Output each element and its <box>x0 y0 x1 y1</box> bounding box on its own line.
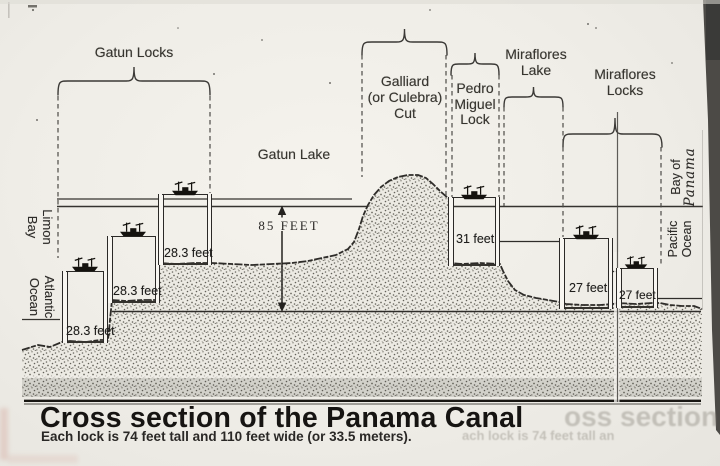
brace-pedro-miguel <box>450 52 500 76</box>
brace-miraflores-locks <box>562 117 663 148</box>
label-line: (or Culebra) <box>367 89 443 105</box>
ship-icon <box>170 179 200 196</box>
ship-icon <box>571 223 601 240</box>
lock-wall <box>158 194 164 265</box>
dashed-extent-lines <box>57 55 662 267</box>
lock-wall <box>206 194 212 265</box>
brace-miraflores-lake <box>503 86 564 108</box>
ship-icon <box>623 254 649 269</box>
label-miraflores-lake: Miraflores Lake <box>496 46 576 78</box>
lock-depth-label: 31 feet <box>456 232 495 246</box>
scan-smudge <box>0 408 8 460</box>
scan-smudge <box>8 455 78 463</box>
ship-icon <box>70 255 100 272</box>
diagram-title: Cross section of the Panama Canal <box>40 402 524 434</box>
lock-wall <box>154 236 160 303</box>
lock-wall <box>448 197 454 266</box>
ship-icon <box>459 183 489 200</box>
lock-wall <box>107 236 113 303</box>
scan-specks <box>8 2 673 121</box>
brace-gatun-locks <box>57 66 211 96</box>
label-line: Pacific <box>666 220 680 258</box>
shore-label-pacific-ocean: Pacific Ocean <box>665 213 695 265</box>
label-gatun-locks: Gatun Locks <box>94 44 174 60</box>
lock-water-surface <box>620 268 654 269</box>
label-line: Atlantic <box>41 275 57 319</box>
label-line: Lock <box>460 111 490 127</box>
label-line: Lake <box>520 62 552 78</box>
scan-top-edge <box>0 0 720 4</box>
lock-wall <box>607 238 613 309</box>
terrain <box>21 174 703 397</box>
lock-miraflores-2: 27 feet <box>616 268 658 308</box>
lock-depth-label: 27 feet <box>619 288 656 302</box>
height-arrow <box>277 205 287 312</box>
lock-wall <box>102 271 108 343</box>
lock-wall <box>62 271 68 343</box>
lock-gatun-1: 28.3 feet <box>62 271 115 343</box>
lock-pedro-miguel: 31 feet <box>448 197 500 266</box>
braces <box>57 28 663 148</box>
lock-miraflores-1: 27 feet <box>559 238 613 309</box>
bleed-through-subtitle: ach lock is 74 feet tall an <box>462 428 615 443</box>
lock-wall <box>494 197 500 266</box>
lock-gatun-3: 28.3 feet <box>158 194 213 265</box>
lock-gatun-2: 28.3 feet <box>107 236 162 303</box>
label-line: Limon <box>39 209 55 245</box>
label-85-feet: 85 FEET <box>258 218 320 233</box>
shore-label-bay-of-panama: Bay of Panama <box>667 146 701 208</box>
diagram-bottom-rule <box>24 399 701 405</box>
lock-depth-label: 28.3 feet <box>164 246 213 260</box>
scan-crease <box>614 112 620 402</box>
label-miraflores-locks: Miraflores Locks <box>585 66 665 98</box>
label-line: Pedro <box>456 80 494 96</box>
shore-label-atlantic-ocean: Atlantic Ocean <box>26 251 57 343</box>
lock-water-surface <box>111 236 156 237</box>
label-line: Locks <box>606 82 644 98</box>
shore-label-limon-bay: Limon Bay <box>24 197 55 257</box>
label-line: Miguel <box>454 95 496 112</box>
label-line: Ocean <box>27 277 42 317</box>
diagram-subtitle: Each lock is 74 feet tall and 110 feet w… <box>41 429 412 444</box>
lock-wall <box>559 238 565 309</box>
label-line-handwritten: Panama <box>682 147 699 207</box>
lock-wall <box>652 268 658 308</box>
label-gatun-lake: Gatun Lake <box>257 146 331 162</box>
lock-depth-label: 28.3 feet <box>113 284 162 298</box>
label-line: Bay <box>25 215 40 239</box>
label-line: Ocean <box>680 220 694 258</box>
label-line: Miraflores <box>505 46 567 62</box>
label-line: Miraflores <box>594 66 656 82</box>
label-line: Bay of <box>669 159 684 195</box>
ship-icon <box>118 220 148 237</box>
lock-wall <box>616 268 622 308</box>
label-galliard-cut: Galliard (or Culebra) Cut <box>355 73 455 121</box>
lock-depth-label: 28.3 feet <box>66 324 115 338</box>
lock-water-surface <box>66 271 104 272</box>
page-edge-strip <box>702 0 720 435</box>
brace-galliard-cut <box>361 28 448 56</box>
label-line: Cut <box>394 105 416 121</box>
lock-depth-label: 27 feet <box>569 281 608 295</box>
label-line: Galliard <box>380 73 430 89</box>
bleed-through-title: oss section <box>564 401 719 432</box>
label-pedro-miguel-lock: Pedro Miguel Lock <box>445 80 505 128</box>
